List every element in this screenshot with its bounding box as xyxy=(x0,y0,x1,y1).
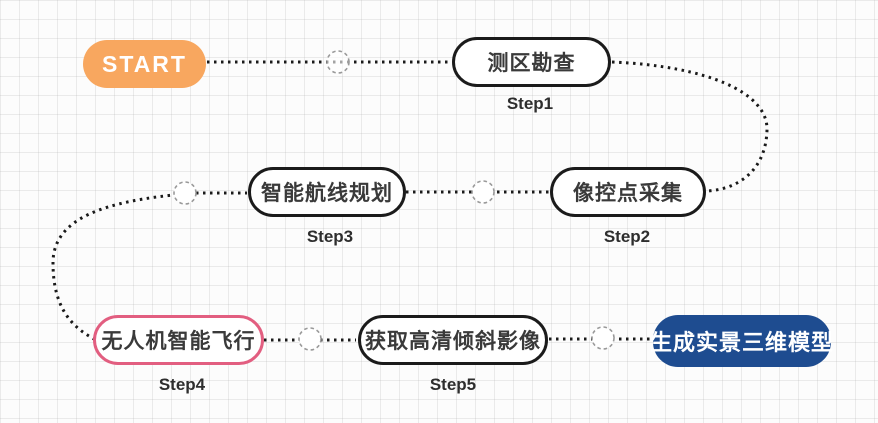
end-node: 生成实景三维模型 xyxy=(650,315,833,367)
step-label-5: Step5 xyxy=(429,375,477,394)
start-node: START xyxy=(83,40,206,88)
step-label-2: Step2 xyxy=(603,227,651,246)
node-step1: 测区勘查 xyxy=(452,37,611,87)
node-step5: 获取高清倾斜影像 xyxy=(358,315,548,365)
connector-circle xyxy=(298,327,322,351)
connector-circle xyxy=(591,326,615,350)
node-step3: 智能航线规划 xyxy=(248,167,406,217)
connector-circle xyxy=(326,50,350,74)
connector-dotted-curve-step3-step4 xyxy=(51,192,185,341)
step-label-4: Step4 xyxy=(158,375,206,394)
node-step4: 无人机智能飞行 xyxy=(93,315,264,365)
node-step2: 像控点采集 xyxy=(550,167,706,217)
connector-circle xyxy=(471,180,495,204)
connector-circle xyxy=(173,181,197,205)
step-label-1: Step1 xyxy=(506,94,554,113)
step-label-3: Step3 xyxy=(306,227,354,246)
